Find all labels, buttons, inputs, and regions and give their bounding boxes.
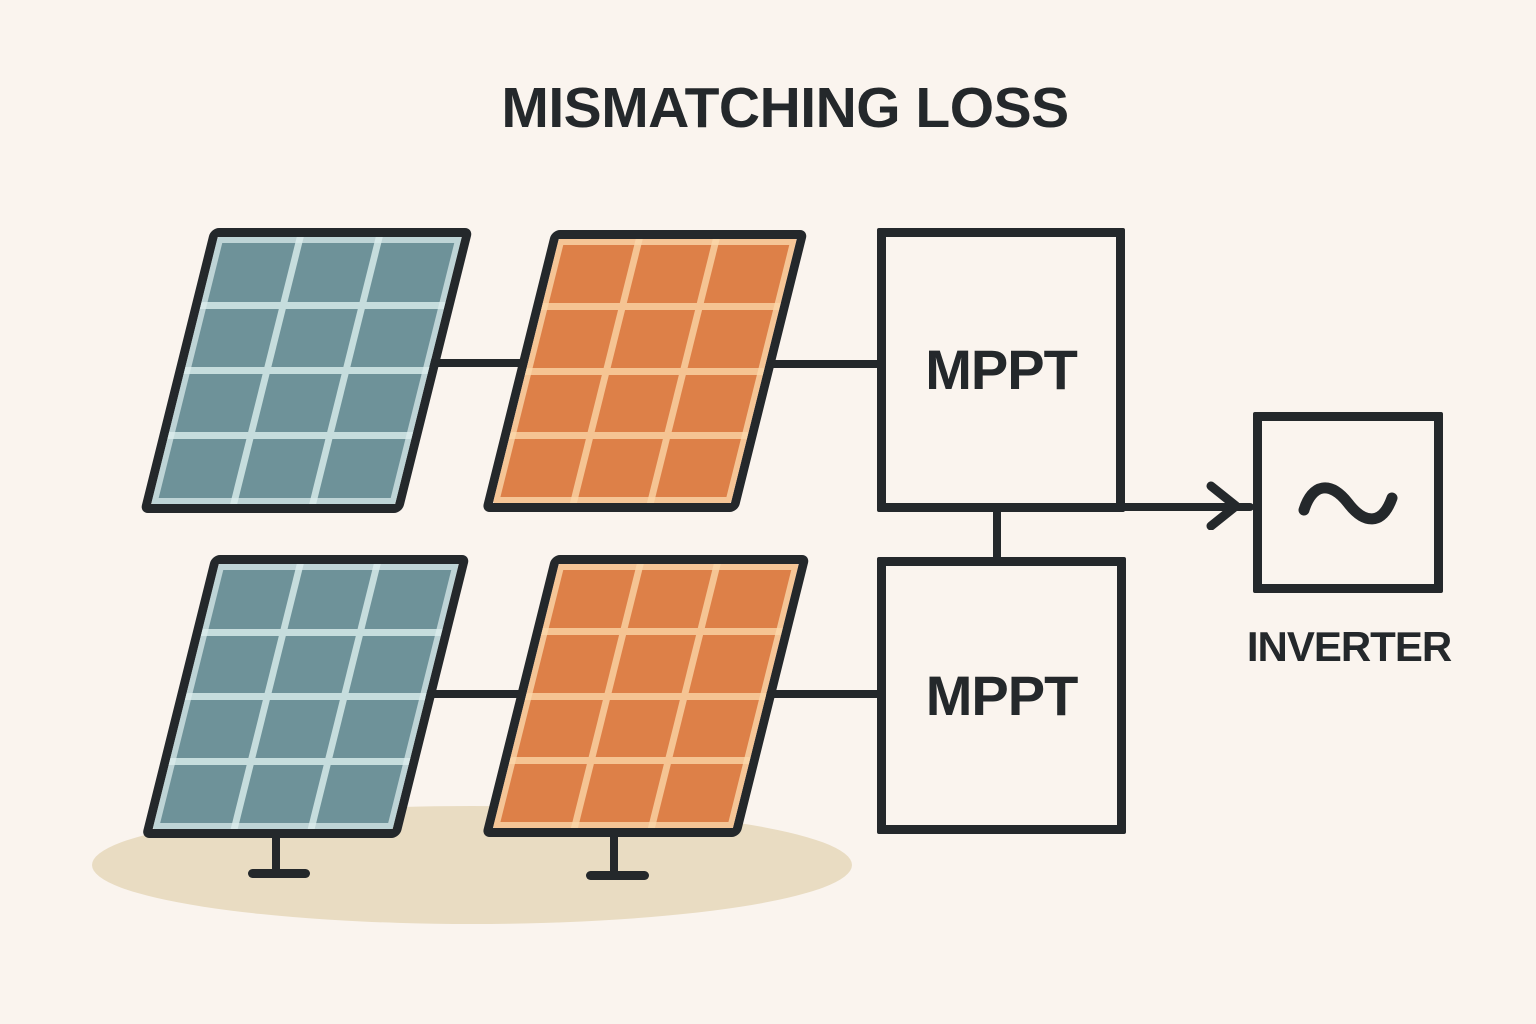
- inverter-label: INVERTER: [1246, 623, 1452, 670]
- mppt-top-box: MPPT: [877, 228, 1125, 512]
- panel-stand-leg: [610, 834, 618, 876]
- wire-orange-top-to-mppt-top: [766, 360, 882, 368]
- diagram-title: MISMATCHING LOSS: [501, 76, 1069, 140]
- mppt-top-label: MPPT: [925, 338, 1078, 401]
- mppt-bottom-label: MPPT: [925, 663, 1079, 727]
- arrow-right-icon: [1206, 481, 1241, 530]
- wire-teal-bottom-to-orange-bottom: [424, 690, 524, 698]
- solar-panel-teal-top: [139, 228, 473, 513]
- wire-orange-bottom-to-mppt-bottom: [766, 690, 882, 698]
- solar-panel-orange-bottom: [481, 555, 810, 837]
- solar-panel-orange-top: [481, 230, 808, 512]
- solar-panel-teal-bottom: [141, 555, 470, 838]
- sine-wave-icon: [1298, 481, 1398, 524]
- panel-cell-grid: [492, 564, 799, 828]
- mppt-bottom-box: MPPT: [877, 557, 1126, 834]
- panel-cell-grid: [492, 239, 797, 503]
- wire-teal-top-to-orange-top: [424, 359, 524, 367]
- wire-mppt-top-to-mppt-bottom: [993, 505, 1001, 562]
- panel-stand-foot: [248, 869, 310, 878]
- inverter-box: [1253, 412, 1443, 593]
- panel-stand-leg: [272, 834, 280, 874]
- panel-cell-grid: [152, 564, 459, 829]
- panel-stand-foot: [586, 871, 649, 880]
- panel-cell-grid: [151, 237, 462, 504]
- wire-mppt-to-inverter: [1120, 503, 1254, 511]
